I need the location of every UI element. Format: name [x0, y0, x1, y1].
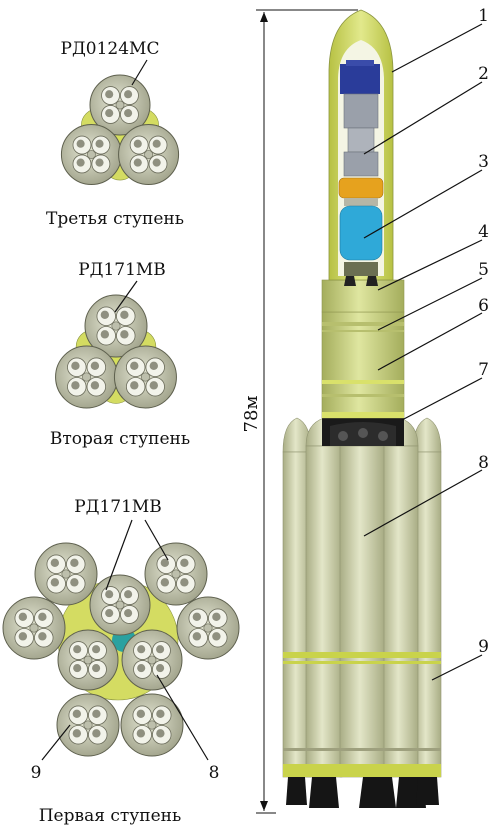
first-stage-core: [339, 445, 385, 778]
second-stage: [321, 311, 405, 419]
rocket-side-view: [282, 9, 442, 808]
stage3-caption: Третья ступень: [46, 209, 184, 229]
engine-module: [118, 124, 180, 185]
callout-9: 9: [478, 637, 489, 657]
stage1-caption: Первая ступень: [39, 806, 182, 826]
booster-ring-3: [283, 748, 441, 751]
engine-module: [56, 693, 120, 757]
stage1-callout-8: 8: [209, 763, 220, 783]
callout-2: 2: [478, 64, 489, 84]
callout-6: 6: [478, 296, 489, 316]
stage3-end-view: [60, 74, 180, 185]
upper-stage-tank-blue: [339, 205, 383, 261]
stage3-engine-label: РД0124МС: [61, 39, 160, 59]
callout-8: 8: [478, 453, 489, 473]
stage2-engine-label: РД171МВ: [78, 260, 166, 280]
third-stage: [321, 279, 405, 313]
engine-module: [57, 629, 119, 691]
engine-module: [113, 345, 177, 409]
upper-stage-tank-orange: [338, 177, 384, 199]
stage1-end-view: [2, 542, 240, 757]
stage1-engine-label: РД171МВ: [74, 497, 162, 517]
engine-module: [55, 345, 119, 409]
engine-module: [2, 596, 66, 660]
callout-4: 4: [478, 222, 489, 242]
booster-left-inner: [305, 417, 343, 778]
height-label: 78м: [241, 396, 262, 433]
engine-module: [60, 124, 122, 185]
nozzle: [416, 777, 439, 805]
callout-leaders: [363, 23, 483, 681]
engine-module: [89, 74, 151, 136]
nozzle: [286, 777, 307, 805]
callout-1: 1: [478, 6, 489, 26]
payload-adapter: [343, 93, 379, 129]
engine-module: [89, 574, 151, 636]
engine-module: [84, 294, 148, 358]
nozzle: [309, 777, 339, 808]
stage3-leader: [131, 59, 148, 86]
engine-module: [121, 629, 183, 691]
engine-module: [34, 542, 98, 606]
booster-right-inner: [381, 417, 419, 778]
stage1-callout-9: 9: [31, 763, 42, 783]
upper-stage-engine: [344, 262, 378, 276]
booster-skirt: [283, 764, 441, 777]
height-dimension: [256, 9, 358, 814]
booster-ring-1: [283, 652, 441, 658]
stage1-leader-8: [156, 674, 209, 761]
stage1-leader-9: [41, 724, 71, 761]
booster-ring-2: [283, 661, 441, 664]
callout-5: 5: [478, 260, 489, 280]
stage2-caption: Вторая ступень: [50, 429, 190, 449]
payload-spacecraft: [340, 64, 380, 94]
engine-module: [176, 596, 240, 660]
stage2-leader: [114, 280, 138, 313]
callout-7: 7: [478, 360, 489, 380]
stage1-leader-b: [144, 519, 169, 561]
callout-3: 3: [478, 152, 489, 172]
engine-module: [144, 542, 208, 606]
stage2-end-view: [55, 294, 177, 409]
stage1-leader-a: [105, 519, 133, 591]
engine-module: [120, 693, 184, 757]
nozzle: [359, 777, 396, 808]
